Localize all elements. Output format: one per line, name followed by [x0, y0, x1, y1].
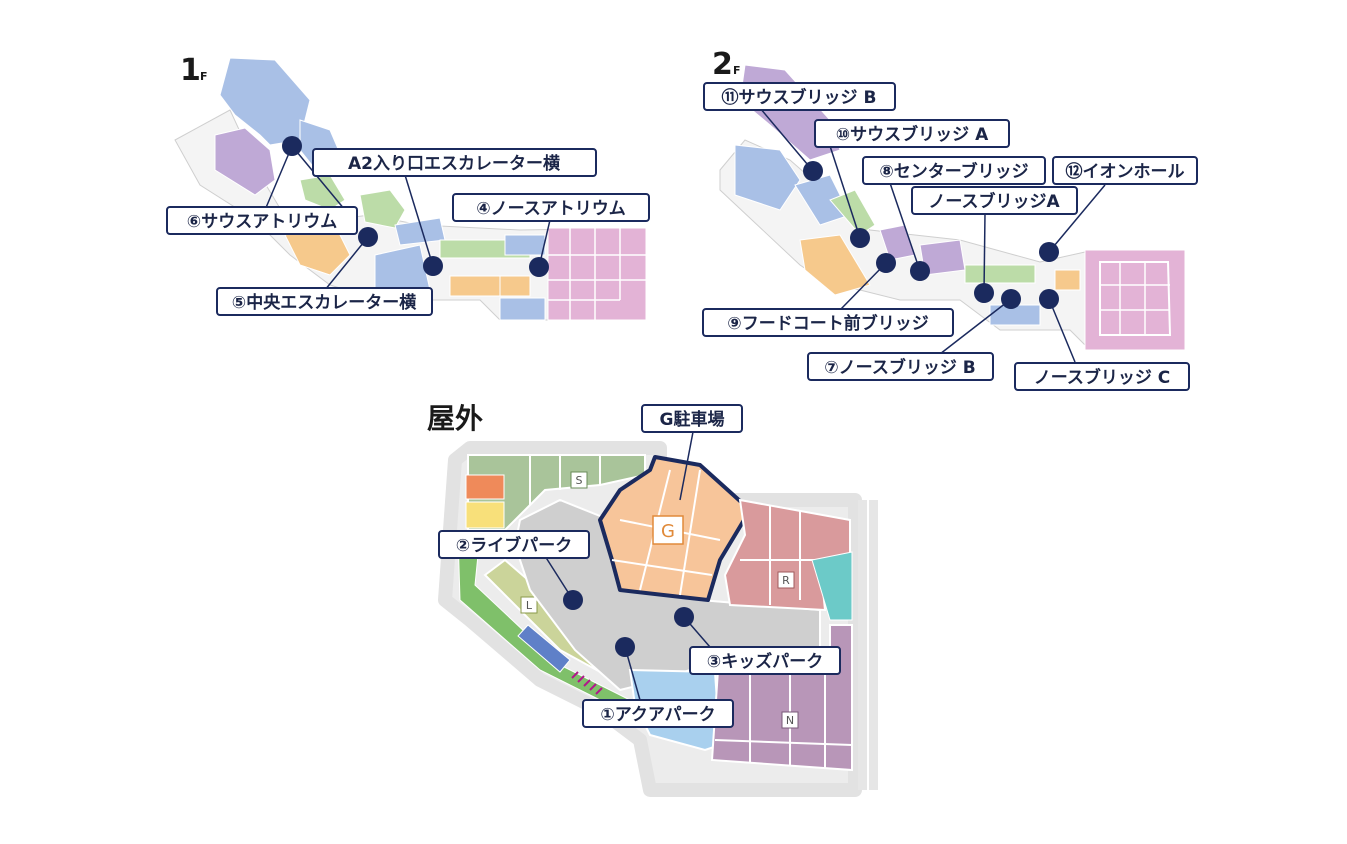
location-marker-south-bridge-a[interactable] — [850, 228, 870, 248]
label-central-escalator[interactable]: ⑤中央エスカレーター横 — [216, 287, 433, 316]
floor-1-shop-area — [504, 234, 546, 256]
parking-g-label: G — [661, 521, 675, 542]
parking-r-sign — [777, 571, 795, 589]
location-marker-north-bridge-c[interactable] — [1039, 289, 1059, 309]
location-marker-north-bridge-b[interactable] — [1001, 289, 1021, 309]
label-north-bridge-c-text: ノースブリッジ C — [1034, 367, 1171, 388]
floor-1-shop-area — [449, 275, 501, 297]
location-marker-aqua-park[interactable] — [615, 637, 635, 657]
floor-2-number: 2 — [712, 47, 733, 82]
label-kids-park[interactable]: ③キッズパーク — [689, 646, 841, 675]
floor-1-shop-area — [219, 57, 311, 146]
parking-r-label: R — [782, 574, 790, 587]
location-marker-foodcourt-bridge[interactable] — [876, 253, 896, 273]
location-marker-center-bridge[interactable] — [910, 261, 930, 281]
parking-s-sign — [570, 471, 588, 489]
parking-n-sign — [781, 711, 799, 729]
location-marker-north-atrium[interactable] — [529, 257, 549, 277]
label-south-atrium[interactable]: ⑥サウスアトリウム — [166, 206, 358, 235]
floor-1-shop-area — [299, 174, 346, 211]
floor-1-shop-area — [547, 227, 647, 321]
floor-1-shop-area — [359, 189, 406, 229]
floor-1-leaders — [264, 145, 551, 291]
location-marker-south-bridge-b[interactable] — [803, 161, 823, 181]
parking-g-sign — [652, 515, 684, 545]
label-kids-park-text: ③キッズパーク — [707, 651, 823, 672]
floor-1-shop-area — [499, 297, 546, 321]
floor-1-shop-area — [499, 275, 531, 297]
label-center-bridge-text: ⑧センターブリッジ — [879, 161, 1028, 182]
floor-2-shop-area — [1054, 269, 1081, 291]
outdoor-map: 屋外 S L — [427, 402, 878, 797]
location-marker-a2-escalator[interactable] — [423, 256, 443, 276]
parking-s-dividers — [529, 455, 601, 505]
label-north-atrium[interactable]: ④ノースアトリウム — [452, 193, 650, 222]
label-aqua-park-text: ①アクアパーク — [600, 705, 715, 725]
location-marker-aeon-hall[interactable] — [1039, 242, 1059, 262]
label-g-parking-text: G駐車場 — [660, 409, 725, 430]
parking-l-label: L — [526, 599, 533, 612]
label-live-park[interactable]: ②ライブパーク — [438, 530, 590, 559]
location-marker-live-park[interactable] — [563, 590, 583, 610]
parking-l-sign — [520, 596, 538, 614]
outdoor-title: 屋外 — [427, 402, 483, 435]
label-foodcourt-bridge[interactable]: ⑨フードコート前ブリッジ — [702, 308, 954, 337]
floor-2-shop-area — [799, 234, 871, 296]
label-south-bridge-a[interactable]: ⑩サウスブリッジ A — [814, 119, 1010, 148]
floor-2-shop-area — [829, 189, 876, 236]
label-south-atrium-text: ⑥サウスアトリウム — [187, 212, 337, 232]
floor-1-suffix: F — [200, 70, 208, 83]
parking-yellow-block — [465, 501, 505, 529]
label-north-bridge-a-text: ノースブリッジA — [928, 191, 1060, 212]
floor-1-number: 1 — [180, 53, 201, 88]
floor-1-pink-grid — [548, 228, 646, 320]
location-marker-south-atrium[interactable] — [282, 136, 302, 156]
label-a2-escalator-text: A2入り口エスカレーター横 — [348, 153, 560, 174]
label-aeon-hall[interactable]: ⑫イオンホール — [1052, 156, 1198, 185]
label-south-bridge-b-text: ⑪サウスブリッジ B — [722, 87, 877, 108]
label-foodcourt-bridge-text: ⑨フードコート前ブリッジ — [727, 313, 928, 334]
label-north-bridge-c[interactable]: ノースブリッジ C — [1014, 362, 1190, 391]
parking-blue-strip — [517, 624, 571, 673]
label-north-bridge-b[interactable]: ⑦ノースブリッジ B — [807, 352, 994, 381]
parking-s-label: S — [576, 474, 583, 487]
location-marker-north-bridge-a[interactable] — [974, 283, 994, 303]
floor-2-map: 2 F — [702, 47, 1198, 391]
label-aqua-park[interactable]: ①アクアパーク — [582, 699, 734, 728]
label-aeon-hall-text: ⑫イオンホール — [1066, 161, 1185, 182]
floor-2-leaders — [759, 107, 1106, 363]
label-central-escalator-text: ⑤中央エスカレーター横 — [232, 292, 416, 313]
parking-n-label: N — [786, 714, 794, 727]
label-a2-escalator[interactable]: A2入り口エスカレーター横 — [312, 148, 597, 177]
label-north-bridge-b-text: ⑦ノースブリッジ B — [824, 357, 975, 378]
parking-magenta-marks — [571, 671, 603, 695]
label-north-bridge-a[interactable]: ノースブリッジA — [911, 186, 1078, 215]
label-south-bridge-a-text: ⑩サウスブリッジ A — [836, 124, 989, 145]
label-south-bridge-b[interactable]: ⑪サウスブリッジ B — [703, 82, 896, 111]
floor-2-shop-area — [734, 144, 801, 211]
location-marker-kids-park[interactable] — [674, 607, 694, 627]
label-g-parking[interactable]: G駐車場 — [641, 404, 743, 433]
label-center-bridge[interactable]: ⑧センターブリッジ — [862, 156, 1046, 185]
floor-1-map: 1 F — [166, 53, 650, 321]
label-north-atrium-text: ④ノースアトリウム — [476, 199, 626, 219]
floor-2-suffix: F — [733, 64, 741, 77]
floor-2-shop-area — [964, 264, 1036, 284]
location-marker-central-escalator[interactable] — [358, 227, 378, 247]
label-live-park-text: ②ライブパーク — [456, 535, 572, 556]
outdoor-teal-area — [811, 551, 853, 621]
parking-r-dividers — [740, 505, 825, 605]
parking-orange-block — [465, 474, 505, 500]
floor-1-shop-area — [214, 127, 276, 196]
floor-2-pink-grid — [1100, 262, 1170, 335]
